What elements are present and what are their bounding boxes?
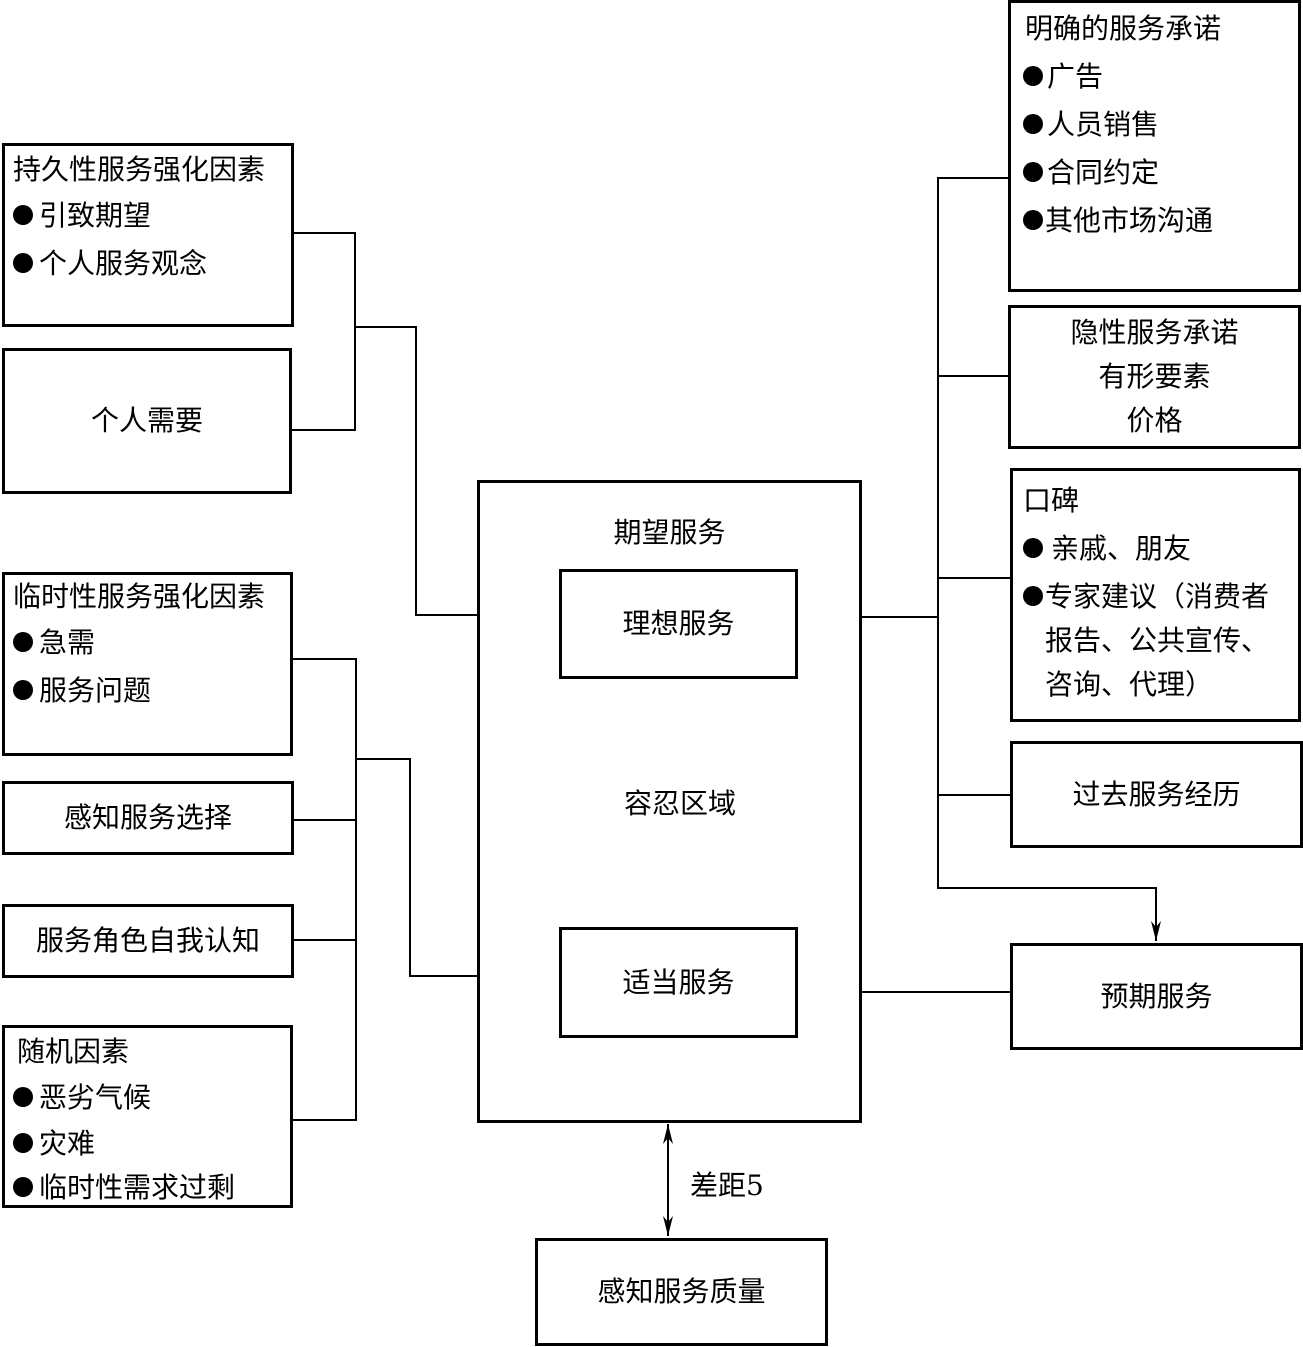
word-of-mouth-box: 口碑 亲戚、朋友 专家建议（消费者 报告、公共宣传、 咨询、代理） <box>1010 468 1301 722</box>
word-of-mouth-title: 口碑 <box>1023 484 1080 517</box>
desired-service-box: 理想服务 <box>559 569 798 679</box>
situational-item-1: 恶劣气候 <box>13 1084 151 1112</box>
self-perceived-role-box: 服务角色自我认知 <box>2 904 294 978</box>
bullet-icon <box>13 205 33 225</box>
explicit-item-4: 其他市场沟通 <box>1023 207 1213 235</box>
bullet-icon <box>13 1087 33 1107</box>
personal-needs-label: 个人需要 <box>90 404 203 437</box>
gap5-label: 差距5 <box>690 1169 764 1202</box>
desired-service-label: 理想服务 <box>622 607 735 640</box>
zone-of-tolerance-label: 容忍区域 <box>623 787 736 820</box>
explicit-promises-box: 明确的服务承诺 广告 人员销售 合同约定 其他市场沟通 <box>1008 0 1301 292</box>
durable-item-2: 个人服务观念 <box>13 250 207 278</box>
implicit-line-3: 价格 <box>1126 404 1183 437</box>
transitory-item-1: 急需 <box>13 629 95 657</box>
predicted-service-box: 预期服务 <box>1010 943 1303 1050</box>
transitory-intensifiers-box: 临时性服务强化因素 急需 服务问题 <box>2 572 293 756</box>
situational-factors-box: 随机因素 恶劣气候 灾难 临时性需求过剩 <box>2 1025 293 1208</box>
implicit-line-1: 隐性服务承诺 <box>1070 316 1239 349</box>
explicit-promises-title: 明确的服务承诺 <box>1025 12 1222 45</box>
durable-intensifiers-title: 持久性服务强化因素 <box>13 153 266 186</box>
implicit-line-2: 有形要素 <box>1098 360 1211 393</box>
word-of-mouth-item-2: 专家建议（消费者 <box>1023 583 1269 611</box>
perceived-quality-label: 感知服务质量 <box>597 1275 766 1308</box>
word-of-mouth-item-1: 亲戚、朋友 <box>1023 535 1191 563</box>
bullet-icon <box>13 632 33 652</box>
bullet-icon <box>1023 210 1043 230</box>
durable-item-1: 引致期望 <box>13 202 151 230</box>
perceived-alternatives-box: 感知服务选择 <box>2 781 294 855</box>
connector-durable <box>291 232 356 431</box>
perceived-quality-box: 感知服务质量 <box>535 1238 828 1346</box>
implicit-promises-box: 隐性服务承诺 有形要素 价格 <box>1008 305 1301 449</box>
bullet-icon <box>1023 66 1043 86</box>
past-experience-label: 过去服务经历 <box>1072 777 1241 811</box>
bullet-icon <box>13 253 33 273</box>
durable-intensifiers-box: 持久性服务强化因素 引致期望 个人服务观念 <box>2 143 294 327</box>
bullet-icon <box>13 680 33 700</box>
situational-item-3: 临时性需求过剩 <box>13 1174 235 1202</box>
connector-right-bus <box>937 177 1161 941</box>
connector-transitory <box>291 658 357 1121</box>
situational-item-2: 灾难 <box>13 1130 95 1158</box>
bullet-icon <box>1023 162 1043 182</box>
bullet-icon <box>1023 538 1043 558</box>
word-of-mouth-item-2-line-2: 报告、公共宣传、 <box>1045 624 1270 657</box>
predicted-service-label: 预期服务 <box>1100 979 1213 1013</box>
situational-factors-title: 随机因素 <box>17 1035 130 1068</box>
transitory-intensifiers-title: 临时性服务强化因素 <box>13 580 266 613</box>
perceived-alternatives-label: 感知服务选择 <box>63 801 232 834</box>
transitory-item-2: 服务问题 <box>13 677 151 705</box>
self-perceived-role-label: 服务角色自我认知 <box>35 924 260 957</box>
bullet-icon <box>1023 114 1043 134</box>
explicit-item-2: 人员销售 <box>1023 111 1159 139</box>
word-of-mouth-item-2-line-3: 咨询、代理） <box>1045 668 1214 701</box>
explicit-item-1: 广告 <box>1023 63 1103 91</box>
adequate-service-label: 适当服务 <box>622 965 735 999</box>
expected-service-label: 期望服务 <box>613 516 726 549</box>
past-experience-box: 过去服务经历 <box>1010 741 1303 848</box>
personal-needs-box: 个人需要 <box>2 348 292 494</box>
bullet-icon <box>13 1133 33 1153</box>
adequate-service-box: 适当服务 <box>559 927 798 1038</box>
explicit-item-3: 合同约定 <box>1023 159 1159 187</box>
bullet-icon <box>1023 586 1043 606</box>
bullet-icon <box>13 1177 33 1197</box>
